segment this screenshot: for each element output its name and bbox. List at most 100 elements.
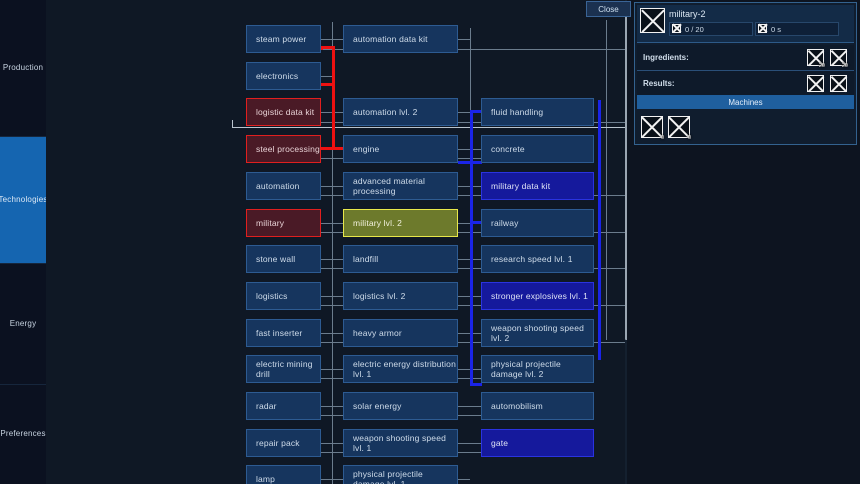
tech-node-logistics[interactable]: logistics bbox=[246, 281, 321, 310]
connector-stub bbox=[469, 369, 481, 371]
recipe-item-icon[interactable] bbox=[640, 8, 665, 33]
results-label: Results: bbox=[643, 79, 675, 88]
tech-node-label: electronics bbox=[256, 70, 299, 81]
tech-node-physical-projectile-damage-lvl-1[interactable]: physical projectile damage lvl. 1 bbox=[343, 465, 458, 484]
sidebar-item-energy[interactable]: Energy bbox=[0, 264, 46, 384]
tech-node-electric-mining-drill[interactable]: electric mining drill bbox=[246, 355, 321, 384]
tech-node-electronics[interactable]: electronics bbox=[246, 61, 321, 90]
sidebar-item-production[interactable]: Production bbox=[0, 0, 46, 136]
machine-icon[interactable]: 0 bbox=[668, 116, 691, 140]
tech-node-military-lvl-2[interactable]: military lvl. 2 bbox=[343, 208, 458, 237]
tech-node-fast-inserter[interactable]: fast inserter bbox=[246, 318, 321, 347]
tech-node-steel-processing[interactable]: steel processing bbox=[246, 135, 321, 164]
tech-node-weapon-shooting-speed-lvl-1[interactable]: weapon shooting speed lvl. 1 bbox=[343, 428, 458, 457]
tech-node-automobilism[interactable]: automobilism bbox=[481, 392, 594, 420]
tech-node-label: fluid handling bbox=[491, 107, 544, 118]
tech-node-heavy-armor[interactable]: heavy armor bbox=[343, 318, 458, 347]
tech-node-label: automobilism bbox=[491, 401, 543, 411]
connector-stub bbox=[458, 149, 470, 151]
tech-node-landfill[interactable]: landfill bbox=[343, 245, 458, 274]
connector-stub bbox=[321, 75, 333, 77]
connector-stub bbox=[458, 222, 470, 224]
sidebar-item-preferences[interactable]: Preferences bbox=[0, 385, 46, 484]
recipe-stats: 0 / 20 0 s bbox=[669, 22, 839, 36]
tech-node-fluid-handling[interactable]: fluid handling bbox=[481, 98, 594, 127]
tech-node-automation-lvl-2[interactable]: automation lvl. 2 bbox=[343, 98, 458, 127]
connector-spine bbox=[332, 22, 333, 484]
tech-node-label: electric mining drill bbox=[256, 359, 313, 380]
connector-stub bbox=[458, 369, 470, 371]
connector-stub bbox=[321, 39, 333, 40]
icon-badge: 20 bbox=[818, 62, 825, 69]
connector-red bbox=[320, 83, 334, 86]
tech-node-stronger-explosives-lvl-1[interactable]: stronger explosives lvl. 1 bbox=[481, 281, 594, 310]
ingredient-icon[interactable]: 20 bbox=[807, 49, 825, 68]
tech-node-electric-energy-distribution-lvl-1[interactable]: electric energy distribution lvl. 1 bbox=[343, 355, 458, 384]
tech-node-repair-pack[interactable]: repair pack bbox=[246, 428, 321, 457]
tech-node-label: physical projectile damage lvl. 1 bbox=[353, 469, 423, 484]
tech-node-label: repair pack bbox=[256, 437, 300, 448]
sidebar-item-label: Energy bbox=[9, 318, 37, 328]
tech-node-label: solar energy bbox=[353, 401, 402, 411]
results-row: Results: bbox=[637, 71, 854, 97]
tech-node-physical-projectile-damage-lvl-2[interactable]: physical projectile damage lvl. 2 bbox=[481, 355, 594, 384]
connector-blue bbox=[470, 110, 473, 384]
result-icon[interactable] bbox=[807, 75, 824, 92]
connector-stub bbox=[321, 369, 333, 371]
tech-node-gate[interactable]: gate bbox=[481, 428, 594, 457]
tech-node-research-speed-lvl-1[interactable]: research speed lvl. 1 bbox=[481, 245, 594, 274]
connector-stub bbox=[458, 185, 470, 187]
recipe-title: military-2 bbox=[669, 9, 706, 19]
machines-header: Machines bbox=[637, 95, 854, 109]
tech-node-label: steel processing bbox=[256, 144, 320, 155]
tech-node-military[interactable]: military bbox=[246, 208, 321, 237]
close-button[interactable]: Close bbox=[586, 1, 631, 17]
tech-node-logistics-lvl-2[interactable]: logistics lvl. 2 bbox=[343, 281, 458, 310]
tech-node-label: logistics bbox=[256, 290, 288, 301]
tech-node-solar-energy[interactable]: solar energy bbox=[343, 392, 458, 420]
count-item-icon[interactable] bbox=[672, 23, 681, 33]
tech-node-lamp[interactable]: lamp bbox=[246, 465, 321, 484]
tech-node-weapon-shooting-speed-lvl-2[interactable]: weapon shooting speed lvl. 2 bbox=[481, 318, 594, 347]
connector-stub bbox=[331, 259, 343, 261]
tech-node-concrete[interactable]: concrete bbox=[481, 135, 594, 164]
recipe-count-stat: 0 / 20 bbox=[669, 22, 753, 36]
connector-stub bbox=[458, 406, 470, 407]
ingredient-icon[interactable]: 20 bbox=[830, 49, 848, 68]
scrollbar-thumb[interactable] bbox=[625, 10, 627, 340]
connector-stub bbox=[469, 295, 481, 297]
machine-icon[interactable]: 0 bbox=[641, 116, 664, 140]
tech-node-railway[interactable]: railway bbox=[481, 208, 594, 237]
recipe-time-stat: 0 s bbox=[755, 22, 839, 36]
ingredients-label: Ingredients: bbox=[643, 53, 689, 62]
count-icon bbox=[672, 23, 681, 35]
tech-node-stone-wall[interactable]: stone wall bbox=[246, 245, 321, 274]
connector-stub bbox=[469, 442, 481, 444]
tech-tree-viewport[interactable]: steam power automation data kit electronic… bbox=[46, 0, 627, 484]
vertical-scrollbar[interactable] bbox=[625, 0, 627, 484]
connector-stub bbox=[321, 442, 333, 444]
connector-blue bbox=[470, 221, 482, 224]
connector-stub bbox=[469, 149, 481, 151]
sidebar-item-technologies[interactable]: Technologies bbox=[0, 137, 47, 263]
result-icon[interactable] bbox=[830, 75, 847, 92]
tech-node-automation-data-kit[interactable]: automation data kit bbox=[343, 25, 458, 53]
connector-stub bbox=[331, 442, 343, 444]
recipe-icon bbox=[640, 8, 665, 38]
tech-node-label: weapon shooting speed lvl. 2 bbox=[491, 322, 584, 343]
tech-node-engine[interactable]: engine bbox=[343, 135, 458, 164]
tech-node-radar[interactable]: radar bbox=[246, 392, 321, 420]
connector-stub bbox=[331, 295, 343, 297]
connector-stub bbox=[458, 442, 470, 444]
time-item-icon[interactable] bbox=[758, 23, 767, 33]
tech-node-military-data-kit[interactable]: military data kit bbox=[481, 171, 594, 200]
tech-node-label: automation lvl. 2 bbox=[353, 107, 418, 118]
tech-node-logistic-data-kit[interactable]: logistic data kit bbox=[246, 98, 321, 127]
tech-node-automation[interactable]: automation bbox=[246, 171, 321, 200]
tech-node-advanced-material-processing[interactable]: advanced material processing bbox=[343, 171, 458, 200]
icon-badge: 0 bbox=[687, 134, 691, 141]
tech-node-steam-power[interactable]: steam power bbox=[246, 25, 321, 53]
